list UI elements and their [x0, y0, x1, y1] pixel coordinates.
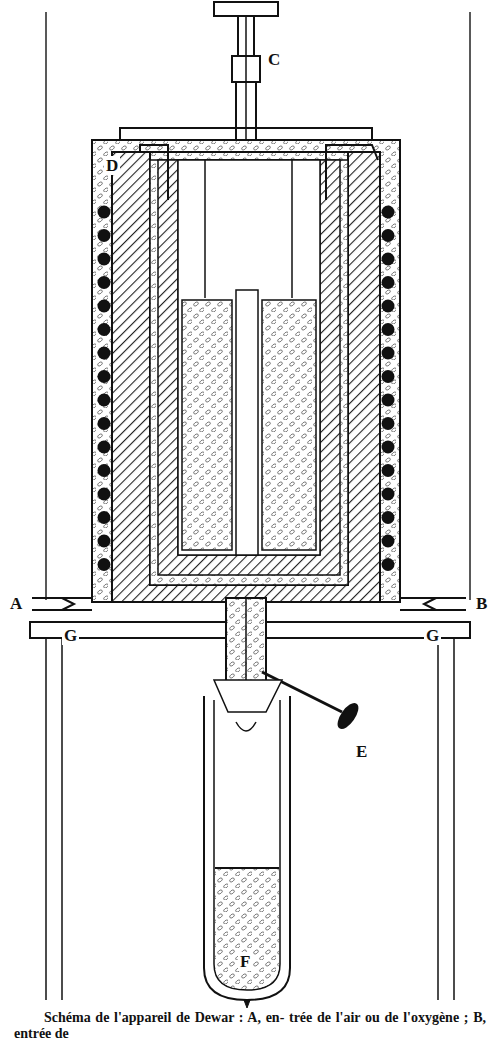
liquid-air	[215, 868, 279, 989]
outer-housing	[92, 128, 400, 602]
coil-turn	[98, 558, 111, 571]
coil-turn	[382, 511, 395, 524]
coil-turn	[382, 347, 395, 360]
coil-turn	[382, 464, 395, 477]
coil-turn	[98, 253, 111, 266]
callout-letter: D	[104, 156, 120, 175]
coil-turn	[382, 300, 395, 313]
coil-turn	[382, 417, 395, 430]
coil-turn	[382, 229, 395, 242]
coil-turn	[382, 323, 395, 336]
coil-turn	[98, 511, 111, 524]
callout-letter: B	[474, 594, 489, 613]
coil-turn	[98, 417, 111, 430]
coil-turn	[382, 558, 395, 571]
coil-turn	[382, 535, 395, 548]
callout-letter: E	[354, 742, 369, 761]
callout-letter: F	[238, 952, 252, 971]
coil-turn	[98, 323, 111, 336]
coil-turn	[382, 441, 395, 454]
coil-turn	[382, 276, 395, 289]
regenerator	[178, 160, 320, 555]
coil-turn	[382, 253, 395, 266]
callout-letter: C	[266, 50, 282, 69]
coil-turn	[98, 276, 111, 289]
coil-turn	[382, 488, 395, 501]
callout-letter: A	[8, 594, 24, 613]
insulation-wall	[112, 152, 380, 602]
dewar-flask	[204, 680, 290, 1008]
coil-turn	[98, 488, 111, 501]
coil-turn	[98, 347, 111, 360]
coil-turn	[98, 394, 111, 407]
coil-turn	[98, 535, 111, 548]
coil-turn	[98, 464, 111, 477]
inner-cylinder	[158, 160, 340, 575]
coil-turn	[382, 370, 395, 383]
coil-turn	[382, 206, 395, 219]
coil-turn	[98, 229, 111, 242]
callout-letter: G	[62, 626, 79, 645]
coil-turn	[382, 394, 395, 407]
coil-turn	[98, 206, 111, 219]
coil-turn	[98, 370, 111, 383]
figure-caption: Schéma de l'appareil de Dewar : A, en- t…	[14, 1010, 486, 1042]
inlet-pipes	[140, 145, 378, 200]
coil-turn	[98, 441, 111, 454]
callout-letter: G	[424, 626, 441, 645]
coil-space	[150, 160, 348, 585]
coil-turn	[98, 300, 111, 313]
